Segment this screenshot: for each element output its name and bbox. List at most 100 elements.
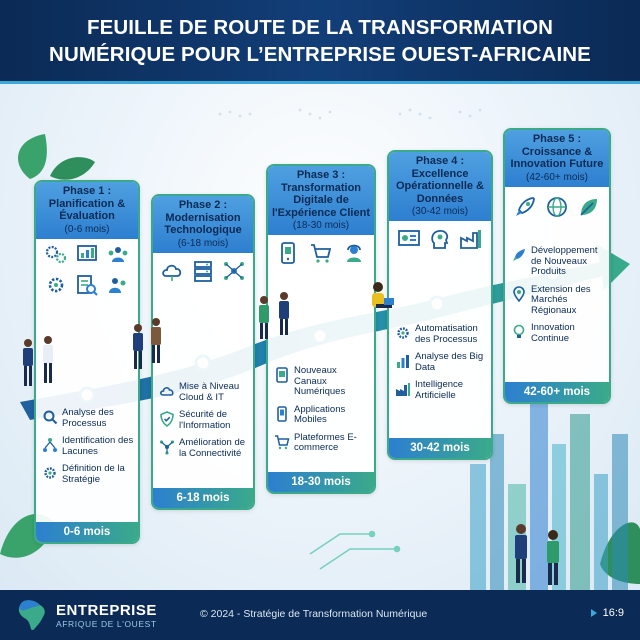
list-item: Identification des Lacunes: [42, 435, 134, 457]
list-item: Applications Mobiles: [274, 403, 370, 426]
africa-map-logo-icon: [14, 597, 50, 633]
cloud-icon: [159, 383, 175, 399]
checklist-search-icon: [75, 273, 99, 297]
person-figure: [43, 336, 53, 383]
cloud-icon: [160, 259, 184, 283]
phase-4-header: Phase 4 : Excellence Opérationnelle & Do…: [389, 152, 491, 221]
phase-5-icons: [505, 187, 609, 222]
screen-icon: [274, 367, 290, 383]
list-item-label: Automatisation des Processus: [415, 323, 478, 345]
brand-subtitle: AFRIQUE DE L'OUEST: [56, 618, 157, 629]
people-illustration: [23, 282, 559, 585]
person-figure: [259, 296, 269, 339]
list-item-label: Sécurité de l'Information: [179, 409, 231, 431]
aspect-ratio-label: 16:9: [602, 607, 624, 619]
phase-card-5: Phase 5 : Croissance & Innovation Future…: [503, 128, 611, 404]
phase-2-header: Phase 2 : Modernisation Technologique (6…: [153, 196, 253, 253]
phase-4-title: Phase 4 : Excellence Opérationnelle & Do…: [395, 155, 485, 205]
header-banner: FEUILLE DE ROUTE DE LA TRANSFORMATION NU…: [0, 0, 640, 84]
list-item-label: Mise à Niveau Cloud & IT: [179, 381, 240, 403]
person-figure: [279, 292, 289, 335]
list-item-label: Analyse des Big Data: [415, 351, 484, 373]
people-icon: [106, 273, 130, 297]
bar-chart-icon: [395, 353, 411, 369]
footer-bar: ENTREPRISE AFRIQUE DE L'OUEST © 2024 - S…: [0, 590, 640, 640]
team-icon: [106, 242, 130, 266]
phase-1-item-list: Analyse des Processus Identification des…: [42, 407, 134, 492]
gear-icon: [42, 465, 58, 481]
phase-3-footer: 18-30 mois: [268, 472, 374, 492]
brand-text: ENTREPRISE AFRIQUE DE L'OUEST: [56, 602, 157, 629]
search-icon: [42, 409, 58, 425]
list-item: Mise à Niveau Cloud & IT: [159, 381, 249, 403]
list-item: Nouveaux Canaux Numériques: [274, 365, 370, 398]
list-item: Intelligence Artificielle: [395, 379, 487, 401]
phase-card-2: Phase 2 : Modernisation Technologique (6…: [151, 194, 255, 510]
factory-icon: [395, 381, 411, 397]
list-item-label: Analyse des Processus: [62, 407, 114, 429]
person-figure: [133, 324, 143, 369]
phase-2-icons: [153, 253, 253, 286]
ai-head-icon: [428, 227, 452, 251]
person-figure: [23, 339, 33, 386]
phase-1-header: Phase 1 : Planification & Évaluation (0-…: [36, 182, 138, 239]
phase-3-header: Phase 3 : Transformation Digitale de l'E…: [268, 166, 374, 235]
phase-5-header: Phase 5 : Croissance & Innovation Future…: [505, 130, 609, 187]
phase-5-title: Phase 5 : Croissance & Innovation Future: [510, 133, 604, 170]
phase-1-icons-bottom: [36, 269, 138, 300]
roadmap-stage: Phase 1 : Planification & Évaluation (0-…: [0, 84, 640, 590]
person-figure: [515, 524, 527, 583]
phase-2-title: Phase 2 : Modernisation Technologique: [164, 199, 242, 236]
list-item: Définition de la Stratégie: [42, 463, 134, 485]
copyright-text: © 2024 - Stratégie de Transformation Num…: [200, 608, 428, 620]
list-item-label: Extension des Marchés Régionaux: [531, 283, 591, 316]
list-item-label: Définition de la Stratégie: [62, 463, 125, 485]
list-item-label: Plateformes E-commerce: [294, 431, 357, 453]
connectivity-icon: [159, 439, 175, 455]
phase-1-title: Phase 1 : Planification & Évaluation: [48, 185, 126, 222]
list-item: Amélioration de la Connectivité: [159, 437, 249, 459]
list-item: Analyse des Processus: [42, 407, 134, 429]
phase-4-icons: [389, 221, 491, 254]
network-icon: [222, 259, 246, 283]
phase-3-duration: (18-30 mois): [292, 220, 350, 231]
network-icon: [42, 437, 58, 453]
lightbulb-icon: [511, 324, 527, 340]
globe-icon: [545, 195, 569, 219]
phase-5-item-list: Développement de Nouveaux Produits Exten…: [511, 245, 605, 351]
shield-icon: [159, 411, 175, 427]
person-with-laptop: [372, 282, 394, 308]
mobile-icon: [276, 241, 300, 265]
gears-icon: [44, 242, 68, 266]
location-icon: [511, 285, 527, 302]
title-line-2: NUMÉRIQUE POUR L’ENTREPRISE OUEST-AFRICA…: [49, 42, 591, 66]
title-line-1: FEUILLE DE ROUTE DE LA TRANSFORMATION: [86, 15, 554, 39]
background-decoration: [0, 108, 640, 590]
phase-3-title: Phase 3 : Transformation Digitale de l'E…: [272, 169, 370, 219]
list-item: Sécurité de l'Information: [159, 409, 249, 431]
brand: ENTREPRISE AFRIQUE DE L'OUEST: [14, 597, 157, 633]
phase-1-duration: (0-6 mois): [64, 223, 110, 235]
leaf-icon: [577, 195, 601, 219]
list-item-label: Identification des Lacunes: [62, 435, 134, 457]
leaf-decoration-left: [18, 134, 95, 180]
cart-icon: [309, 241, 333, 265]
analytics-icon: [75, 242, 99, 266]
phase-1-footer: 0-6 mois: [36, 522, 138, 542]
phase-3-item-list: Nouveaux Canaux Numériques Applications …: [274, 365, 370, 461]
aspect-ratio-indicator: 16:9: [590, 607, 624, 619]
factory-icon: [459, 227, 483, 251]
list-item-label: Innovation Continue: [531, 322, 575, 344]
play-triangle-icon: [590, 609, 597, 617]
list-item: Développement de Nouveaux Produits: [511, 245, 605, 278]
person-figure: [151, 318, 161, 363]
list-item-label: Développement de Nouveaux Produits: [531, 245, 598, 277]
list-item-label: Nouveaux Canaux Numériques: [294, 365, 346, 397]
list-item-label: Applications Mobiles: [294, 403, 346, 425]
list-item: Innovation Continue: [511, 322, 605, 344]
list-item: Plateformes E-commerce: [274, 431, 370, 454]
phase-2-duration: (6-18 mois): [177, 237, 229, 249]
list-item: Extension des Marchés Régionaux: [511, 283, 605, 317]
support-agent-icon: [342, 241, 366, 265]
cart-icon: [274, 434, 290, 450]
